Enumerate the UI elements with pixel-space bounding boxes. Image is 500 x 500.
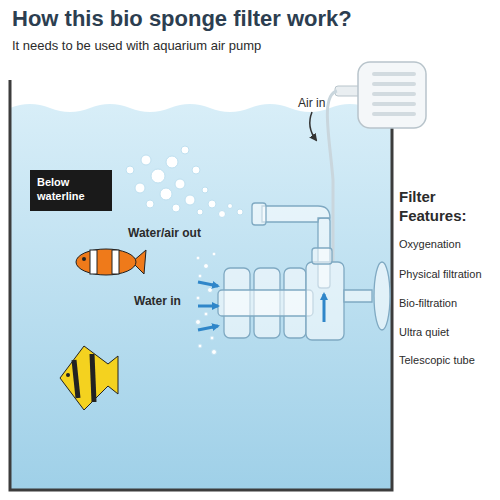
title: How this bio sponge filter work? — [12, 6, 352, 32]
feature-item: Bio-filtration — [399, 297, 457, 311]
feature-item: Telescopic tube — [399, 354, 475, 368]
air-in-arrow — [310, 112, 316, 140]
feature-item: Ultra quiet — [399, 326, 449, 340]
flow-arrow — [323, 294, 326, 322]
flow-label: Water in — [134, 294, 181, 309]
water-in-arrows — [198, 282, 218, 330]
water — [10, 104, 392, 490]
feature-item: Physical filtration — [399, 268, 482, 282]
flow-label: Air in — [298, 96, 325, 111]
feature-item: Oxygenation — [399, 238, 461, 252]
bubbles — [126, 146, 243, 218]
clownfish — [76, 249, 146, 275]
tank-wall — [10, 80, 392, 490]
waterline-tag: Below waterline — [30, 170, 112, 211]
subtitle: It needs to be used with aquarium air pu… — [12, 38, 261, 54]
sponge-filter — [218, 203, 390, 340]
air-pump — [335, 62, 426, 128]
water-droplets — [196, 252, 217, 355]
flow-label: Water/air out — [128, 226, 201, 241]
angelfish — [60, 346, 118, 410]
tag-text: Below waterline — [37, 175, 103, 204]
features-heading: Filter Features: — [399, 188, 494, 226]
